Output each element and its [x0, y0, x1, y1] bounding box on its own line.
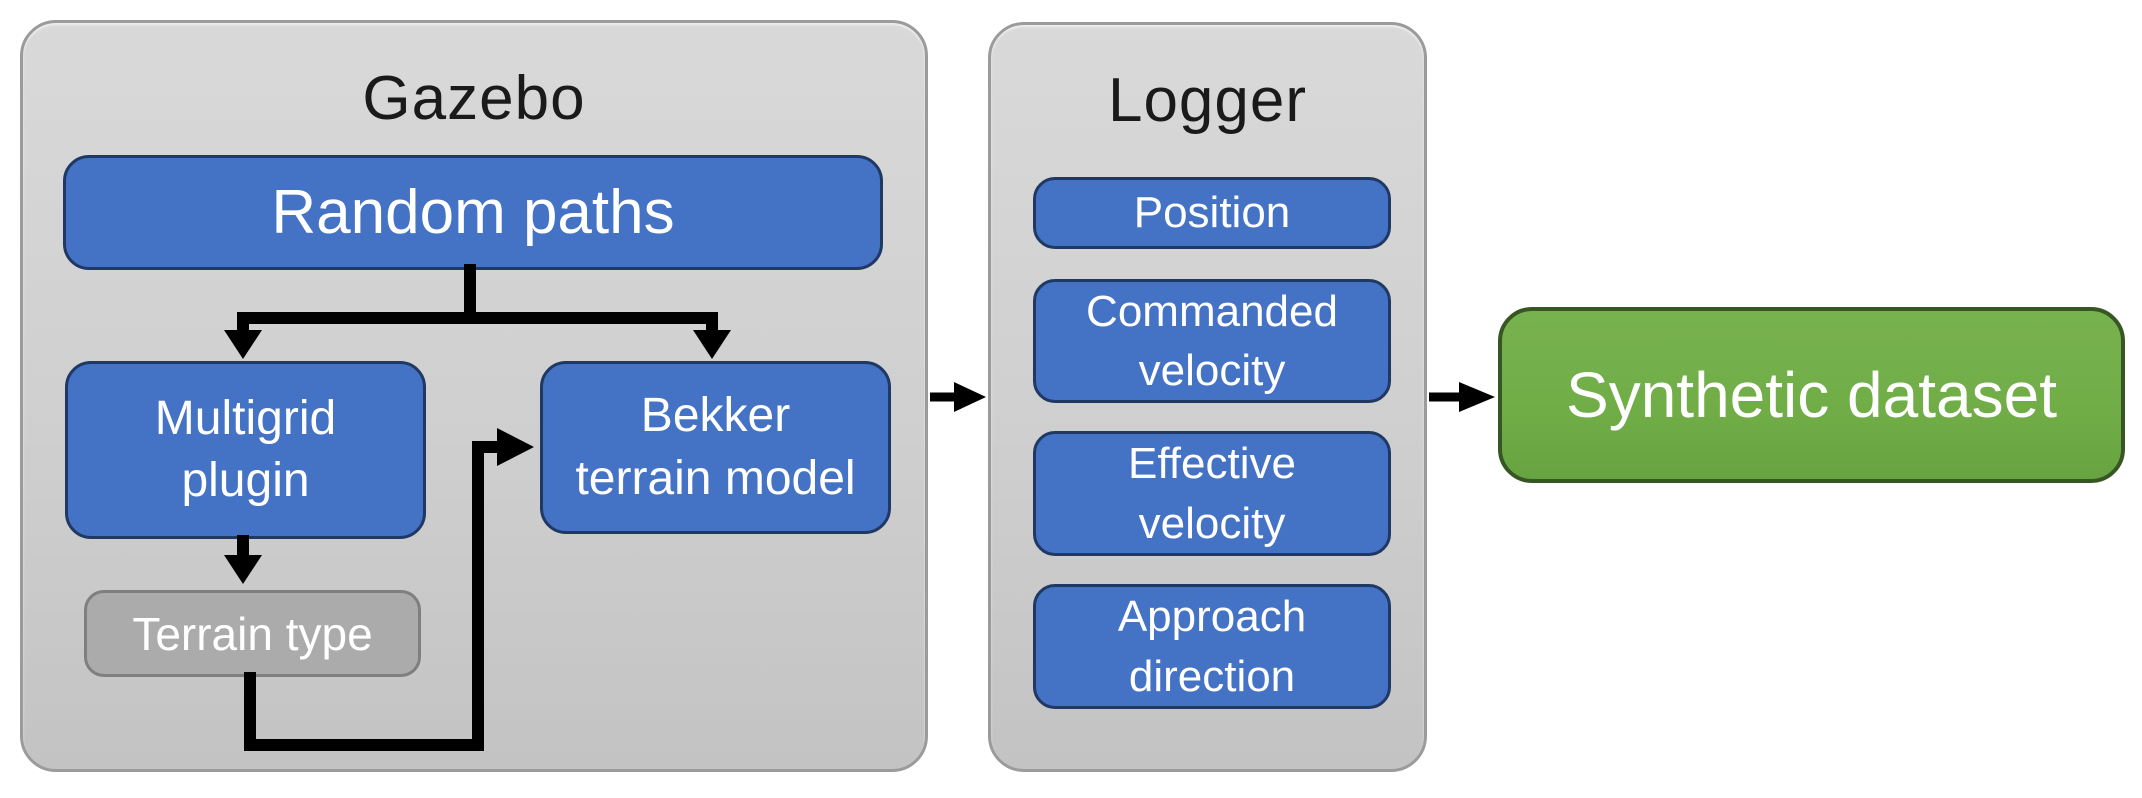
approach-direction-label: Approach direction [1117, 592, 1307, 701]
multigrid-plugin-label: Multigrid plugin [154, 391, 337, 507]
logger-panel: Logger Position Commanded velocity Effec… [988, 22, 1427, 772]
effective-velocity-label: Effective velocity [1128, 439, 1296, 548]
approach-direction-box: Approach direction [1033, 584, 1391, 709]
synthetic-dataset-label: Synthetic dataset [1566, 359, 2057, 431]
position-box: Position [1033, 177, 1391, 249]
logger-title: Logger [1107, 66, 1308, 135]
arrow-gazebo-to-logger [930, 382, 986, 412]
random-paths-box: Random paths [63, 155, 883, 270]
gazebo-panel: Gazebo Random paths Multigrid plugin Bek… [20, 20, 928, 772]
random-paths-label: Random paths [271, 178, 675, 247]
terrain-type-box: Terrain type [84, 590, 421, 677]
synthetic-dataset-box: Synthetic dataset [1498, 307, 2125, 483]
commanded-velocity-box: Commanded velocity [1033, 279, 1391, 403]
multigrid-plugin-box: Multigrid plugin [65, 361, 426, 539]
effective-velocity-box: Effective velocity [1033, 431, 1391, 556]
position-label: Position [1133, 188, 1291, 238]
gazebo-title: Gazebo [362, 64, 586, 133]
commanded-velocity-label: Commanded velocity [1086, 286, 1338, 395]
arrow-logger-to-dataset [1429, 382, 1495, 412]
bekker-terrain-model-label: Bekker terrain model [575, 389, 856, 505]
bekker-terrain-model-box: Bekker terrain model [540, 361, 891, 534]
terrain-type-label: Terrain type [132, 607, 373, 660]
